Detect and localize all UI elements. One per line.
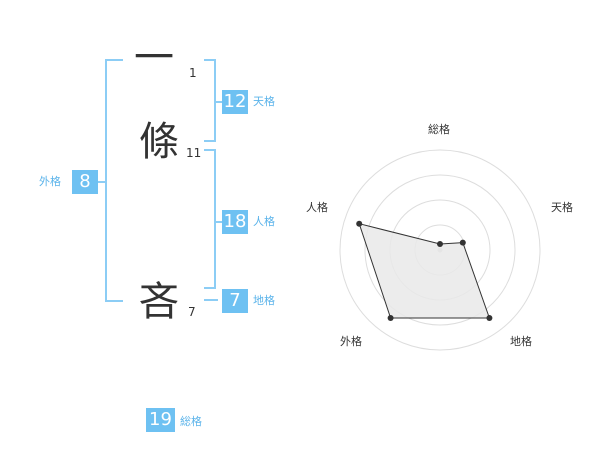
gaikaku-bracket	[105, 59, 123, 302]
radar-grid-ring	[364, 174, 516, 326]
name-char-1: 一	[134, 35, 174, 81]
radar-grid-ring	[339, 149, 541, 351]
radar-label-tenkaku: 天格	[551, 201, 573, 214]
jinkaku-value: 18	[222, 210, 248, 234]
radar-label-chikaku: 地格	[510, 335, 532, 348]
jinkaku-bracket	[204, 149, 216, 289]
radar-point	[387, 315, 394, 321]
gaikaku-label: 外格	[39, 175, 61, 188]
stroke-count-2: 11	[186, 146, 202, 160]
stroke-count-1: 1	[189, 66, 197, 80]
gaikaku-value: 8	[72, 170, 98, 194]
soukaku-label: 総格	[180, 415, 202, 428]
radar-label-soukaku: 総格	[428, 123, 450, 136]
chikaku-value: 7	[222, 289, 248, 313]
radar-point	[459, 239, 466, 246]
radar-polygon	[358, 222, 491, 319]
radar-points	[356, 220, 493, 321]
radar-point	[356, 220, 363, 227]
chikaku-label: 地格	[253, 294, 275, 307]
tenkaku-label: 天格	[253, 95, 275, 108]
soukaku-value: 19	[146, 408, 175, 432]
name-char-3: 吝	[139, 279, 179, 325]
tenkaku-connector	[216, 101, 222, 103]
name-char-2: 條	[139, 119, 179, 165]
chikaku-connector	[204, 299, 218, 301]
radar-label-gaikaku: 外格	[340, 335, 362, 348]
stroke-count-3: 7	[188, 305, 196, 319]
jinkaku-label: 人格	[253, 215, 275, 228]
tenkaku-value: 12	[222, 90, 248, 114]
radar-point	[437, 241, 443, 247]
jinkaku-connector	[216, 221, 222, 223]
gaikaku-connector	[98, 181, 105, 183]
radar-point	[486, 315, 493, 321]
radar-label-jinkaku: 人格	[306, 201, 328, 214]
tenkaku-bracket	[204, 59, 216, 142]
radar-chart	[339, 149, 541, 351]
